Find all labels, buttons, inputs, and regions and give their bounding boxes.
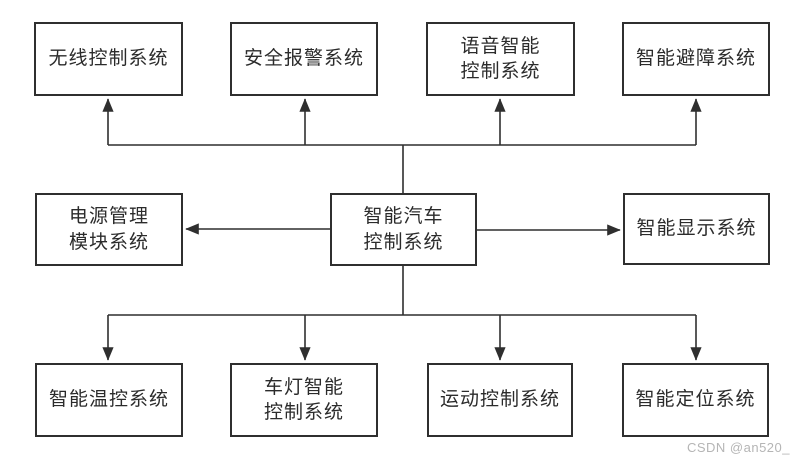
node-voice-control: 语音智能 控制系统 [426, 22, 575, 96]
connector-bottom-bus [108, 266, 696, 316]
node-temperature-control: 智能温控系统 [35, 363, 183, 437]
node-power-management: 电源管理 模块系统 [35, 193, 183, 266]
node-headlight-control: 车灯智能 控制系统 [230, 363, 378, 437]
csdn-watermark: CSDN @an520_ [686, 440, 790, 455]
connector-top-bus [108, 144, 696, 193]
node-smart-display: 智能显示系统 [623, 193, 770, 265]
node-smart-positioning: 智能定位系统 [622, 363, 769, 437]
node-safety-alarm: 安全报警系统 [230, 22, 378, 96]
node-wireless-control: 无线控制系统 [34, 22, 183, 96]
node-motion-control: 运动控制系统 [427, 363, 573, 437]
node-central-control: 智能汽车 控制系统 [330, 193, 477, 266]
node-obstacle-avoidance: 智能避障系统 [622, 22, 770, 96]
